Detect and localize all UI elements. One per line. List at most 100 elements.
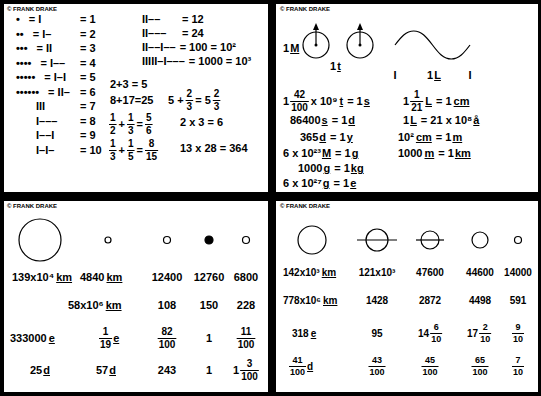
fraction-numerator: 1 [128, 112, 134, 123]
number-label: 14 [418, 327, 429, 340]
number-label: I [468, 68, 471, 82]
unit-symbol: y [347, 130, 353, 144]
fraction-bar [145, 124, 153, 125]
unit-symbol: L [425, 94, 432, 108]
fraction-bar [512, 333, 524, 334]
unit-symbol: cm [416, 130, 432, 144]
number-label: 318 [292, 327, 309, 340]
number-label: = 1 [347, 94, 363, 108]
number-label: = 8 [80, 114, 96, 128]
number-label: = 4 [80, 56, 96, 70]
fraction-denominator: 100 [369, 367, 384, 377]
number-label: = 24 [182, 26, 204, 40]
unit-symbol: t [337, 59, 341, 73]
fraction-denominator: 3 [128, 125, 134, 136]
fraction-denominator: 3 [110, 151, 116, 162]
copyright-notice: © FRANK DRAKE [7, 5, 57, 14]
unit-symbol: km [106, 270, 122, 284]
fraction-numerator: 65 [475, 355, 485, 365]
panel [276, 4, 538, 192]
number-label: 6 x 10²⁷ [283, 176, 322, 190]
number-label: 1 [283, 41, 289, 55]
fraction-bar [127, 150, 135, 151]
unit-symbol: km [56, 270, 72, 284]
number-label: = 21 x 10⁸ [421, 113, 472, 127]
number-label: 1000 [398, 146, 422, 160]
number-label: 2+3 = 5 [110, 77, 147, 91]
fraction-numerator: 8 [149, 138, 155, 149]
number-label: 778x10⁶ [283, 294, 321, 307]
fraction-bar [109, 124, 117, 125]
number-label: = 7 [80, 99, 96, 113]
number-label: = 1 [334, 161, 350, 175]
number-label: 333000 [10, 331, 47, 345]
number-label: 8+17=25 [110, 93, 153, 107]
sine-wave [395, 31, 470, 59]
number-label: = [137, 117, 143, 131]
nucleus [315, 44, 318, 47]
number-label: = II– [48, 85, 70, 99]
fraction-numerator: 1 [128, 138, 134, 149]
fraction-bar [479, 333, 491, 334]
fraction-bar [290, 101, 309, 102]
unit-symbol: d [348, 113, 355, 127]
fraction-bar [512, 366, 524, 367]
number-label: = [137, 143, 143, 157]
unit-symbol: d [43, 363, 50, 377]
number-label: 6800 [234, 270, 258, 284]
number-label: 2 x 3 = 6 [180, 115, 223, 129]
number-label: 44600 [466, 266, 494, 279]
number-label: = 1 [332, 113, 348, 127]
unit-symbol: e [113, 331, 119, 345]
unit-symbol: M [290, 41, 299, 55]
number-label: = 1000 = 10³ [189, 54, 251, 68]
number-label: 14000 [504, 266, 532, 279]
number-label: • [16, 12, 20, 26]
fraction-bar [145, 150, 158, 151]
fraction-numerator: 2 [483, 322, 488, 332]
number-label: III [36, 99, 45, 113]
number-label: 12400 [152, 270, 183, 284]
planet-ring [357, 239, 397, 240]
number-label: 1428 [366, 294, 388, 307]
number-label: 6 x 10²³ [283, 146, 321, 160]
fraction-numerator: 41 [293, 355, 303, 365]
number-label: II–– [142, 12, 160, 26]
number-label: 13 x 28 = 364 [180, 141, 248, 155]
number-label: 4498 [469, 294, 491, 307]
number-label: = 1 [335, 146, 351, 160]
unit-symbol: m [452, 130, 462, 144]
number-label: 57 [96, 363, 108, 377]
fraction-denominator: 100 [159, 339, 176, 350]
planet-circle [243, 237, 250, 244]
number-label: = 1 [436, 94, 452, 108]
number-label: 2872 [419, 294, 441, 307]
fraction-numerator: 82 [161, 326, 172, 337]
unit-symbol: cm [454, 94, 470, 108]
arrow-head [313, 23, 319, 30]
fraction-bar [127, 124, 135, 125]
unit-symbol: d [319, 130, 326, 144]
fraction-bar [289, 366, 306, 367]
number-label: •• [16, 27, 24, 41]
number-label: = 100 = 10² [180, 40, 236, 54]
number-label: 4840 [80, 270, 104, 284]
fraction-numerator: 5 [146, 112, 152, 123]
unit-symbol: km [322, 266, 336, 279]
fraction-denominator: 100 [422, 367, 437, 377]
number-label: = II [37, 41, 53, 55]
number-label: 12760 [194, 270, 225, 284]
unit-symbol: kg [351, 161, 364, 175]
number-label: = 1 [334, 176, 350, 190]
fraction-denominator: 5 [128, 151, 134, 162]
unit-symbol: t [339, 94, 343, 108]
fraction-numerator: 1 [110, 112, 116, 123]
copyright-notice: © FRANK DRAKE [280, 5, 330, 14]
planet-circle [298, 226, 326, 254]
number-label: 5 + [168, 93, 184, 107]
fraction-denominator: 3 [187, 101, 193, 112]
fraction-denominator: 6 [146, 125, 152, 136]
number-label: = 9 [80, 128, 96, 142]
